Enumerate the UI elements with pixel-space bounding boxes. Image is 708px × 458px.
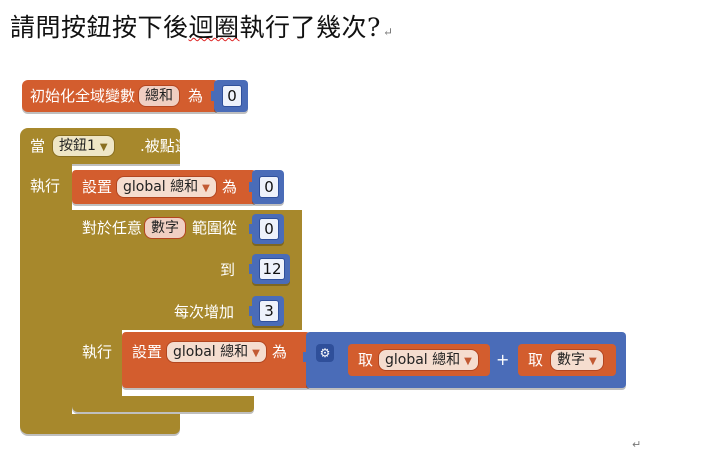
to-value-block[interactable]: 12 <box>249 254 290 284</box>
set-var-dropdown[interactable]: global 總和▼ <box>166 341 267 363</box>
set-label: 設置 <box>132 343 163 361</box>
event-block-footer <box>20 414 180 434</box>
set-var-name: global 總和 <box>173 344 249 360</box>
event-block-spine <box>20 164 72 414</box>
global-variable-block[interactable]: 初始化全域變數 總和 為 <box>22 80 218 112</box>
dropdown-arrow-icon: ▼ <box>252 348 260 359</box>
event-do-label: 執行 <box>30 177 61 195</box>
when-label: 當 <box>30 137 46 155</box>
to-label: 到 <box>220 261 236 279</box>
step-label: 每次增加 <box>174 303 235 321</box>
question-title: 請問按鈕按下後迴圈執行了幾次?↵ <box>10 8 394 44</box>
for-label: 對於任意 <box>82 219 143 237</box>
dropdown-arrow-icon: ▼ <box>202 183 210 194</box>
set-variable-block-2[interactable]: 設置 global 總和▼ 為 <box>122 332 310 388</box>
global-value-block[interactable]: 0 <box>211 80 248 112</box>
set-var-dropdown[interactable]: global 總和▼ <box>116 176 217 198</box>
get-variable-block-1[interactable]: 取 global 總和▼ <box>348 344 490 376</box>
dropdown-arrow-icon: ▼ <box>464 356 472 367</box>
to-value-field[interactable]: 12 <box>259 258 285 280</box>
gear-icon[interactable]: ⚙ <box>316 344 334 362</box>
step-value-field[interactable]: 3 <box>259 300 279 322</box>
get-label: 取 <box>528 351 544 369</box>
set-var-name: global 總和 <box>123 179 199 195</box>
set-1-value-field[interactable]: 0 <box>259 176 279 198</box>
step-value-block[interactable]: 3 <box>249 296 284 326</box>
set-label: 設置 <box>82 178 113 196</box>
set-to-label: 為 <box>272 343 288 361</box>
global-init-label: 初始化全域變數 <box>30 87 136 105</box>
get-var-dropdown[interactable]: 數字 ▼ <box>550 349 604 371</box>
value-notch <box>249 264 255 274</box>
for-do-label: 執行 <box>82 343 113 361</box>
get-var-name: 數字 <box>557 352 585 368</box>
event-block-header[interactable]: 當 按鈕1▼ .被點選 <box>20 128 190 164</box>
value-notch <box>249 182 255 192</box>
question-prefix: 請問按鈕按下後 <box>10 13 189 42</box>
for-range-footer <box>72 396 254 412</box>
global-to-label: 為 <box>188 87 204 105</box>
global-var-name[interactable]: 總和 <box>138 85 180 107</box>
component-name: 按鈕1 <box>59 138 96 154</box>
value-notch <box>249 224 255 234</box>
paragraph-mark: ↵ <box>632 438 642 451</box>
set-to-label: 為 <box>222 178 238 196</box>
from-value-field[interactable]: 0 <box>259 218 279 240</box>
for-range-spine <box>72 330 122 398</box>
global-value-field[interactable]: 0 <box>222 85 242 107</box>
component-dropdown[interactable]: 按鈕1▼ <box>52 135 115 157</box>
get-variable-block-2[interactable]: 取 數字 ▼ <box>518 344 616 376</box>
from-value-block[interactable]: 0 <box>249 214 284 244</box>
value-notch <box>303 352 309 362</box>
plus-operator: + <box>496 350 510 369</box>
event-name: .被點選 <box>140 137 190 155</box>
paragraph-mark: ↵ <box>382 25 394 39</box>
value-notch <box>249 306 255 316</box>
from-label: 範圍從 <box>192 219 238 237</box>
get-label: 取 <box>358 351 374 369</box>
set-1-value-block[interactable]: 0 <box>249 170 284 204</box>
for-var-name[interactable]: 數字 <box>144 217 186 239</box>
get-var-dropdown[interactable]: global 總和▼ <box>378 349 479 371</box>
get-var-name: global 總和 <box>385 352 461 368</box>
dropdown-arrow-icon: ▼ <box>589 356 597 367</box>
question-underlined: 迴圈 <box>188 13 240 42</box>
set-variable-block-1[interactable]: 設置 global 總和▼ 為 <box>72 170 256 204</box>
dropdown-arrow-icon: ▼ <box>99 142 108 153</box>
question-suffix: 執行了幾次? <box>239 13 381 42</box>
value-notch <box>211 91 217 101</box>
